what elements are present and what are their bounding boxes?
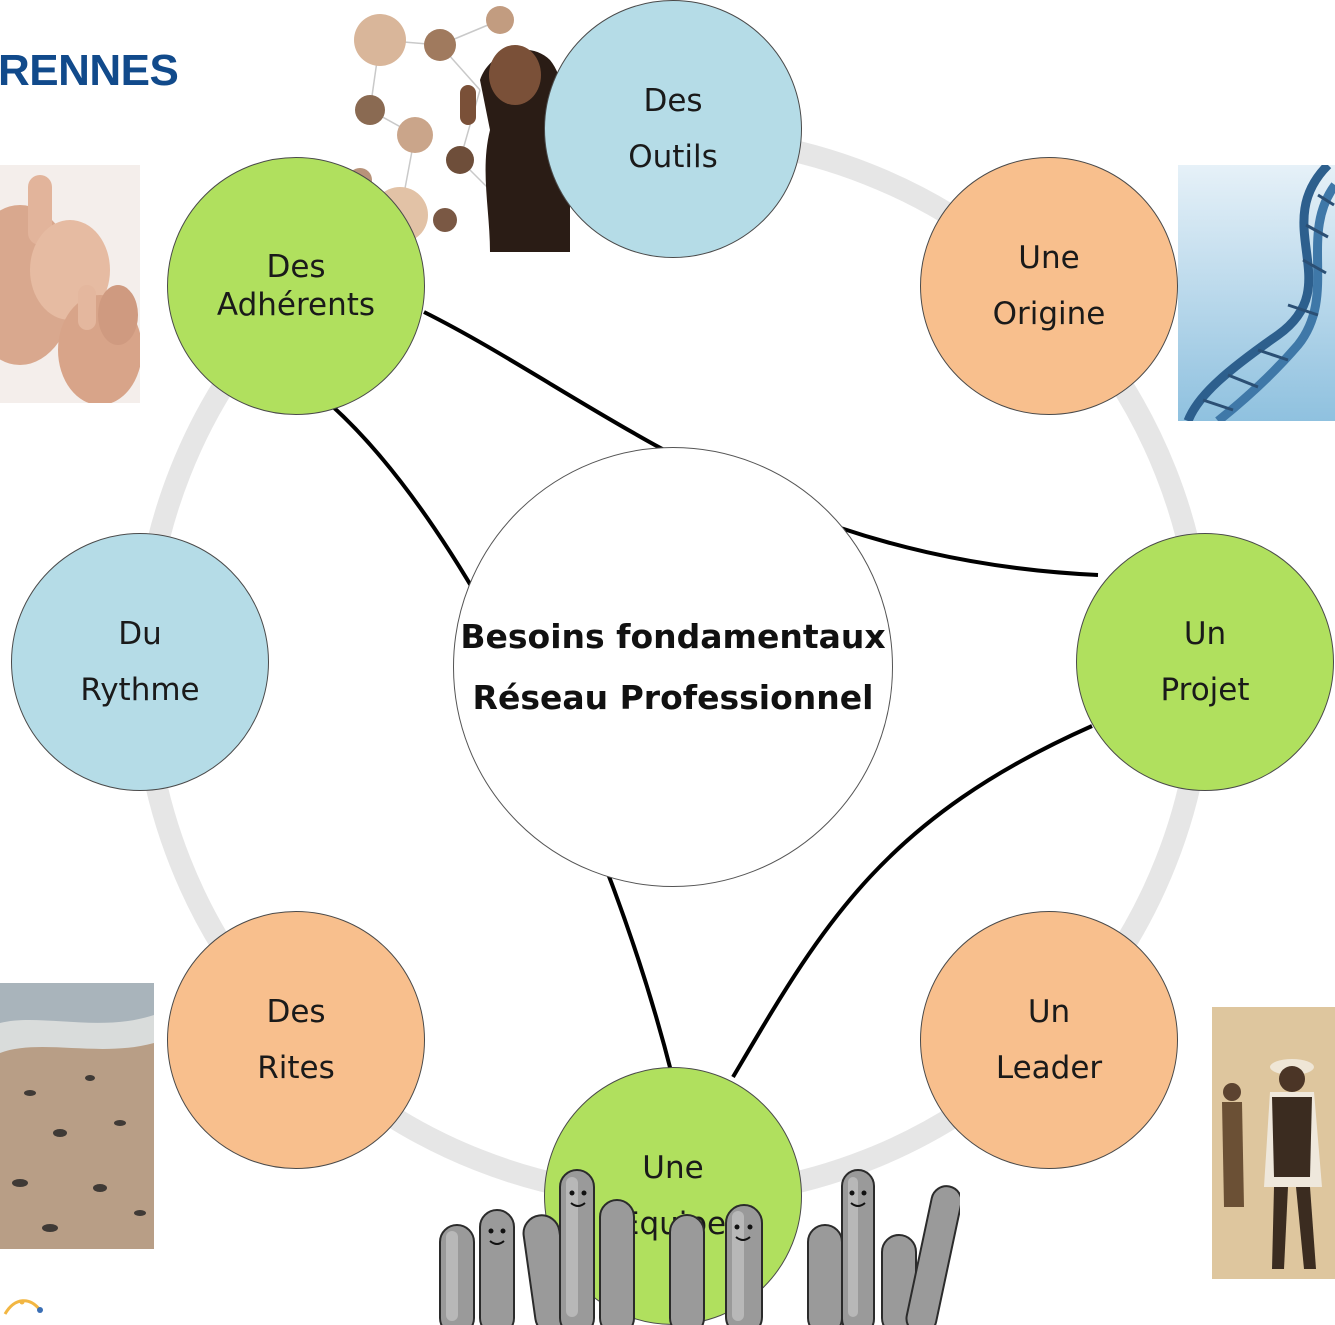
node-rites: Des Rites [167, 911, 425, 1169]
logo-fragment [3, 1299, 43, 1315]
node-outils-line1: Des [643, 83, 703, 119]
node-leader: Un Leader [920, 911, 1178, 1169]
node-rites-line1: Des [266, 994, 326, 1030]
node-origine-line1: Une [1018, 240, 1080, 276]
node-origine-line2: Origine [992, 296, 1106, 332]
node-adherents: Des Adhérents [167, 157, 425, 415]
node-projet: Un Projet [1076, 533, 1334, 791]
center-title-reseau: Réseau Professionnel [472, 678, 874, 717]
page-title: RENNES [0, 46, 179, 95]
node-projet-line2: Projet [1160, 672, 1250, 708]
thumbs-up-photo [0, 165, 140, 403]
walking-man-sepia-photo [1212, 1007, 1335, 1279]
center-title-besoins: Besoins fondamentaux [460, 617, 886, 656]
node-outils: Des Outils [544, 0, 802, 258]
node-rites-line2: Rites [257, 1050, 335, 1086]
smiling-fingers-photo [430, 1165, 960, 1325]
connector-projet-equipe [731, 724, 1093, 1079]
node-rythme: Du Rythme [11, 533, 269, 791]
node-rythme-line2: Rythme [80, 672, 200, 708]
beach-pebbles-photo [0, 983, 154, 1249]
node-adherents-line1: Des [266, 249, 326, 285]
center-circle: Besoins fondamentaux Réseau Professionne… [453, 447, 893, 887]
node-adherents-line2: Adhérents [216, 287, 376, 323]
node-leader-line2: Leader [995, 1050, 1103, 1086]
dna-helix-photo [1178, 165, 1335, 421]
node-projet-line1: Un [1183, 616, 1227, 652]
node-equipe-line1: Une [642, 1150, 704, 1186]
node-rythme-line1: Du [118, 616, 162, 652]
node-outils-line2: Outils [628, 139, 718, 175]
node-origine: Une Origine [920, 157, 1178, 415]
node-leader-line1: Un [1027, 994, 1071, 1030]
